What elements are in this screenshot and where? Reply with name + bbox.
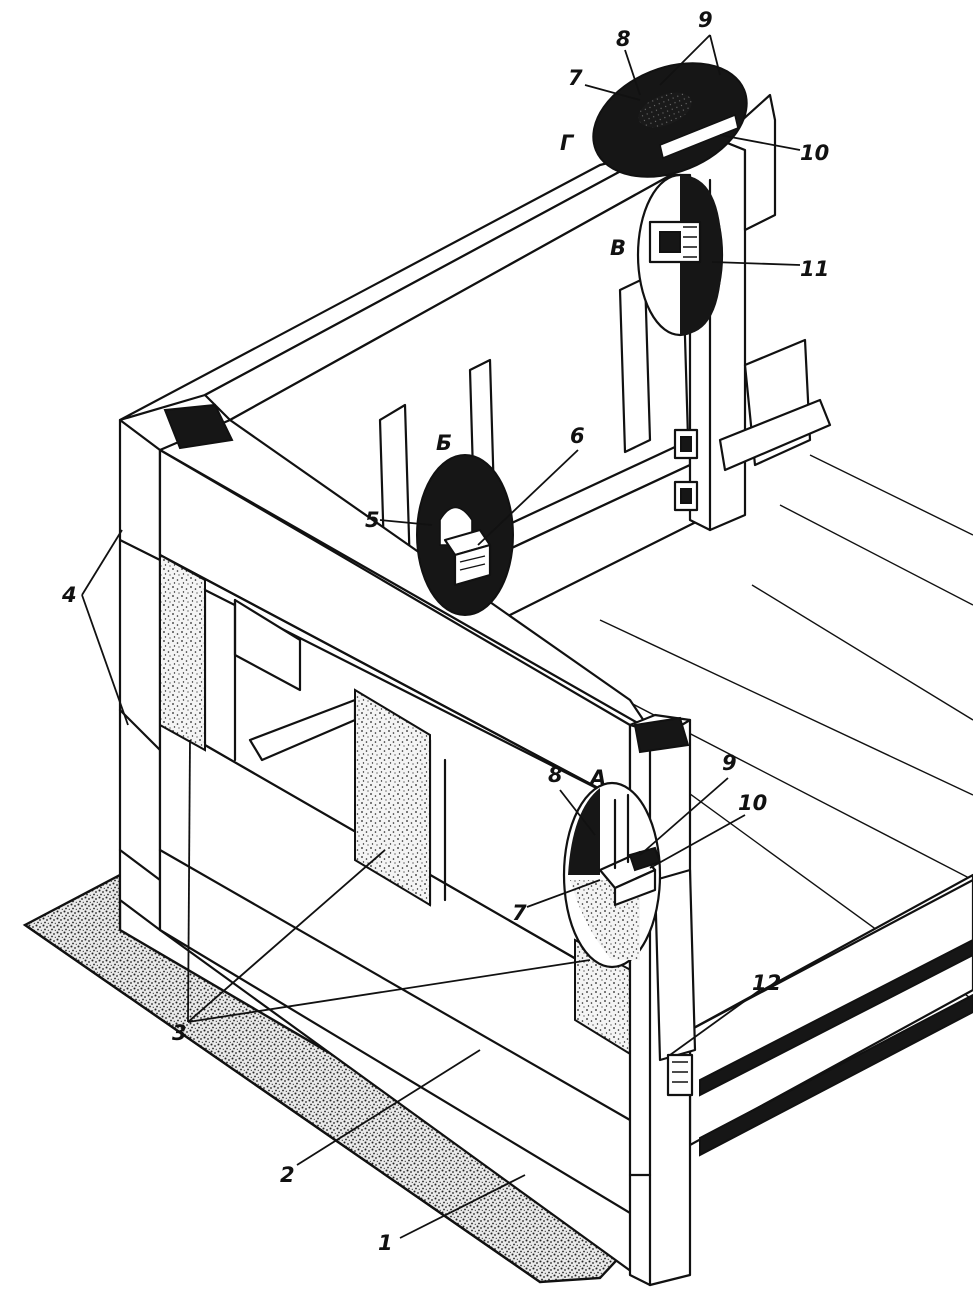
floor-joist-dark	[699, 938, 973, 1097]
callout-label-B: Б	[436, 431, 452, 455]
corner-cap-block	[163, 403, 234, 450]
label-2: 2	[280, 1163, 295, 1187]
insulation-column-2	[354, 688, 431, 907]
label-10-A: 10	[738, 791, 767, 815]
bracket-hole-2	[680, 488, 692, 504]
callout-label-A: А	[588, 766, 606, 790]
label-5: 5	[365, 508, 380, 532]
label-9-top: 9	[698, 8, 713, 32]
label-7-A: 7	[512, 901, 527, 925]
labels: 1 2 3 4 5 6 7 8 9 10 11 12 7 8 9 10 А Б …	[61, 8, 829, 1255]
insulation-column-1	[159, 553, 206, 752]
label-3: 3	[172, 1021, 187, 1045]
front-wall	[118, 403, 697, 1287]
bracket-hole	[680, 436, 692, 452]
back-wall	[118, 93, 832, 632]
floor-joist-dark-2	[699, 993, 973, 1157]
callout-label-G: Г	[560, 131, 575, 155]
label-12: 12	[752, 971, 781, 995]
label-1: 1	[378, 1231, 393, 1255]
connector-spring	[672, 1061, 688, 1083]
label-6: 6	[570, 424, 585, 448]
label-8-top: 8	[616, 27, 631, 51]
callout-A-rail-face	[613, 868, 657, 907]
callout-V	[636, 173, 724, 337]
callout-B-block-face	[453, 543, 492, 587]
floor	[269, 454, 973, 1157]
label-10-top: 10	[800, 141, 829, 165]
front-post-stile	[653, 868, 697, 1062]
callout-G	[592, 62, 748, 178]
back-wall-stud-3	[618, 276, 652, 454]
leader-lines	[81, 34, 801, 1239]
label-4: 4	[61, 583, 77, 607]
label-9-A: 9	[722, 751, 737, 775]
callout-B	[416, 454, 514, 616]
label-11: 11	[800, 257, 829, 281]
label-7-top: 7	[568, 66, 583, 90]
post-connector	[666, 1053, 694, 1097]
label-8-A: 8	[548, 763, 563, 787]
callout-V-slot	[659, 231, 681, 253]
callout-B-spring	[459, 555, 486, 571]
front-post-cap	[633, 716, 690, 754]
callout-V-spring	[683, 226, 697, 258]
back-wall-block-2	[718, 398, 832, 472]
callout-A	[562, 781, 662, 969]
callout-label-V: В	[610, 236, 626, 260]
